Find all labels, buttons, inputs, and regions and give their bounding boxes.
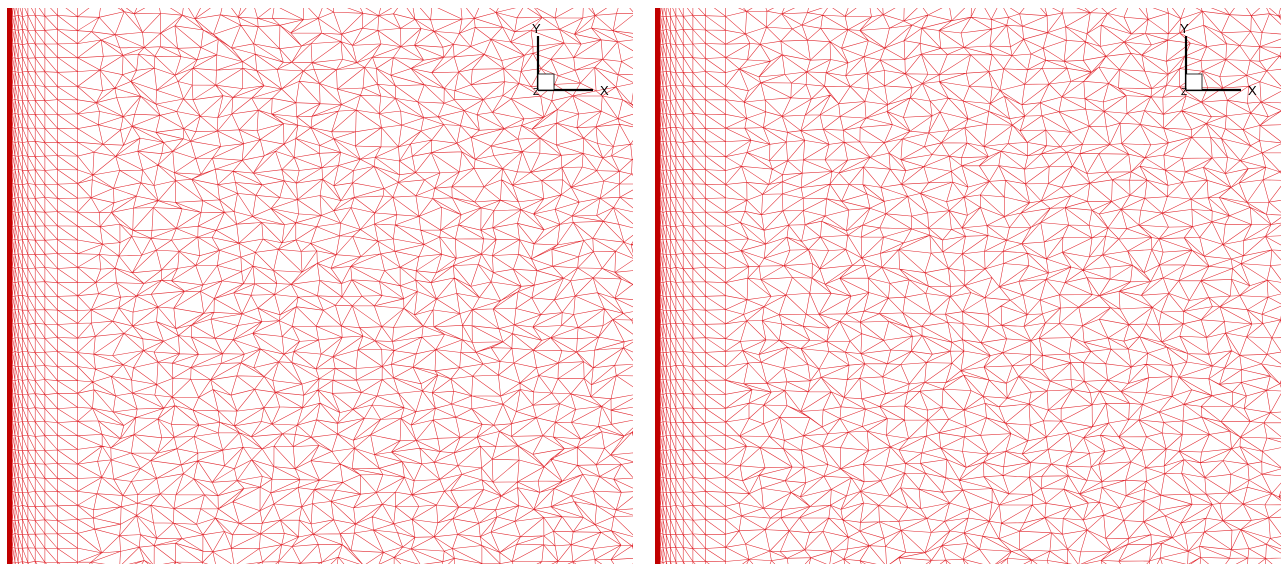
boundary-layer-wall <box>655 8 660 564</box>
triangular-mesh-left <box>7 8 633 564</box>
z-axis-label: Z <box>533 87 539 98</box>
x-axis-label: X <box>600 83 609 98</box>
y-axis-label: Y <box>1180 21 1189 36</box>
mesh-panel-left: Y X Z <box>7 8 633 564</box>
z-axis-box <box>1185 73 1203 91</box>
axis-triad-left: Y X Z <box>532 21 609 98</box>
mesh-panel-right: Y X Z <box>655 8 1281 564</box>
z-axis-box <box>537 73 555 91</box>
axis-triad-right: Y X Z <box>1180 21 1257 98</box>
triangular-mesh-right <box>655 8 1281 564</box>
y-axis-label: Y <box>532 21 541 36</box>
boundary-layer-wall <box>7 8 12 564</box>
x-axis-label: X <box>1248 83 1257 98</box>
z-axis-label: Z <box>1181 87 1187 98</box>
